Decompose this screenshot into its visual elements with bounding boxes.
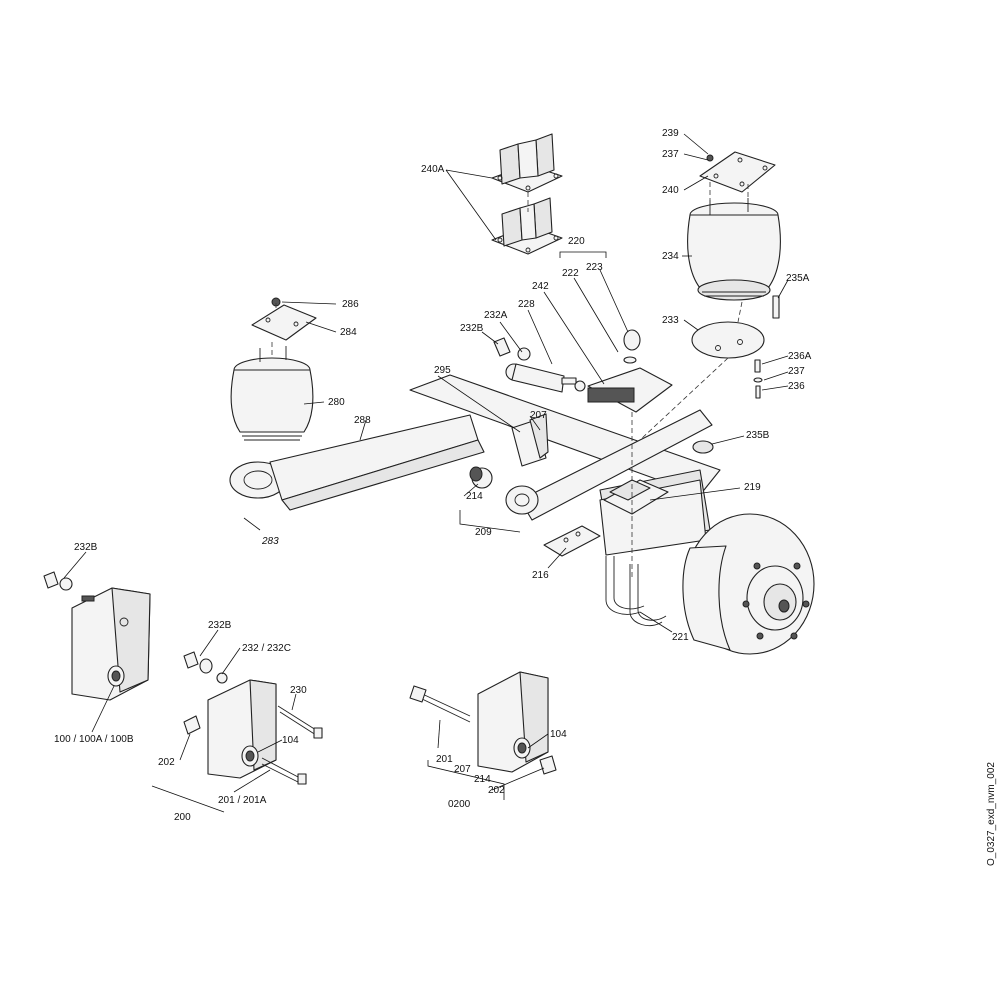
label-200: 200 (174, 812, 191, 823)
shock-absorber-228 (505, 363, 586, 393)
axle-beam (409, 374, 721, 556)
label-202-mid: 202 (158, 757, 175, 768)
label-207-right: 207 (454, 764, 471, 775)
label-234: 234 (662, 251, 679, 262)
hanger-bracket-200 (183, 651, 323, 785)
label-236: 236 (788, 381, 805, 392)
label-295: 295 (434, 365, 451, 376)
label-228: 228 (518, 299, 535, 310)
bushing-214 (469, 466, 493, 489)
air-spring-plate-284 (251, 297, 317, 341)
label-286: 286 (342, 299, 359, 310)
label-214-right: 214 (474, 774, 491, 785)
label-207-top: 207 (530, 410, 547, 421)
label-232B-top: 232B (460, 323, 484, 334)
label-239: 239 (662, 128, 679, 139)
label-235A: 235A (786, 273, 810, 284)
label-209: 209 (475, 527, 492, 538)
hanger-bracket-100 (43, 571, 151, 701)
hanger-207 (511, 413, 549, 467)
label-216: 216 (532, 570, 549, 581)
label-220: 220 (568, 236, 585, 247)
trailing-arm-288 (229, 414, 485, 511)
leader-lines (63, 133, 789, 813)
label-100: 100 / 100A / 100B (54, 734, 134, 745)
label-233: 233 (662, 315, 679, 326)
label-104-mid: 104 (282, 735, 299, 746)
drawing-reference: O_0327_exd_nvm_002 (986, 762, 997, 866)
bolts-235A-236 (692, 295, 780, 454)
label-214-top: 214 (466, 491, 483, 502)
bracket-240A-lower (491, 197, 563, 255)
label-221: 221 (672, 632, 689, 643)
label-237-top: 237 (662, 149, 679, 160)
label-283: 283 (261, 536, 279, 547)
hanger-bracket-0200 (409, 671, 557, 775)
label-201-right: 201 (436, 754, 453, 765)
air-spring-280 (230, 346, 314, 441)
part-labels: 240A 220 222 223 242 228 232A 232B 286 2… (54, 128, 812, 823)
air-spring-234 (687, 198, 781, 301)
label-223: 223 (586, 262, 603, 273)
label-240A: 240A (421, 164, 445, 175)
label-232B-mid: 232B (208, 620, 232, 631)
wheel-hub (682, 513, 815, 655)
bracket-242 (587, 329, 673, 413)
label-280: 280 (328, 397, 345, 408)
label-232A: 232A (484, 310, 508, 321)
label-230: 230 (290, 685, 307, 696)
bracket-240A-upper (491, 133, 563, 193)
label-232-232C: 232 / 232C (242, 643, 291, 654)
label-242: 242 (532, 281, 549, 292)
label-219: 219 (744, 482, 761, 493)
label-240: 240 (662, 185, 679, 196)
clamp-219 (603, 479, 669, 515)
u-bolt-221 (605, 556, 667, 626)
label-284: 284 (340, 327, 357, 338)
label-236A: 236A (788, 351, 812, 362)
label-237-mid: 237 (788, 366, 805, 377)
bolt-232B-232A (493, 337, 531, 361)
label-201-201A: 201 / 201A (218, 795, 267, 806)
label-235B: 235B (746, 430, 770, 441)
label-222: 222 (562, 268, 579, 279)
label-0200: 0200 (448, 799, 471, 810)
label-202-right: 202 (488, 785, 505, 796)
air-spring-plate-240 (699, 151, 776, 193)
plate-216 (543, 525, 601, 557)
label-104-right: 104 (550, 729, 567, 740)
label-288: 288 (354, 415, 371, 426)
label-232B-left: 232B (74, 542, 98, 553)
assembly-lines (271, 182, 749, 580)
air-spring-plate-233 (691, 321, 765, 359)
